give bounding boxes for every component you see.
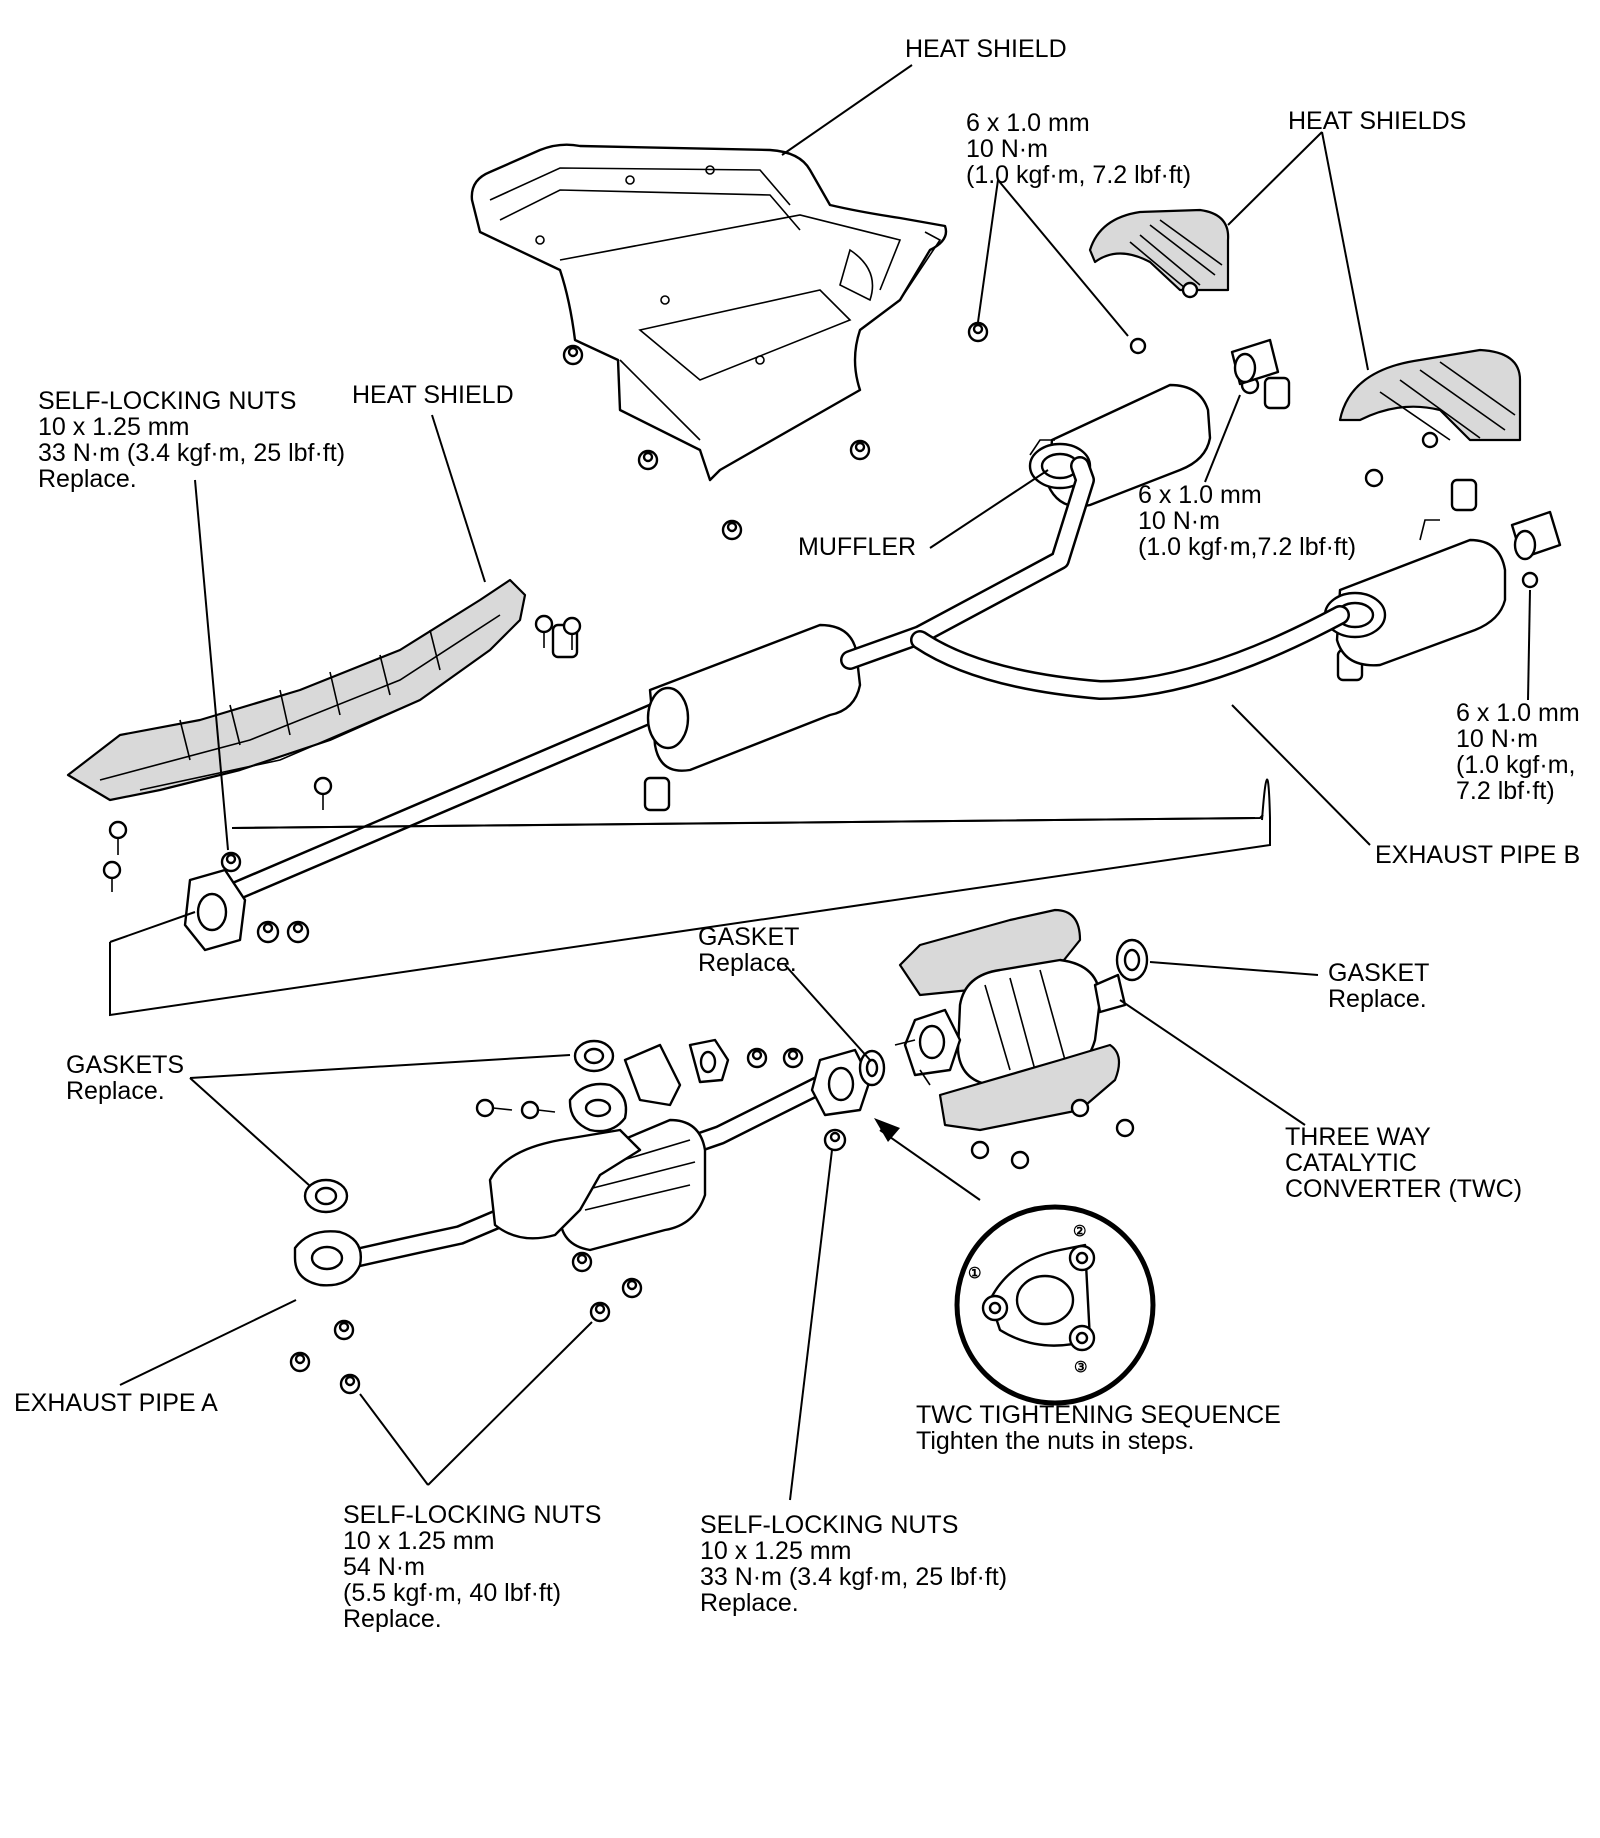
twc-gasket-right — [1115, 938, 1149, 982]
exhaust-pipe-a-label: EXHAUST PIPE A — [14, 1389, 218, 1417]
twc-sequence-inset: ① ② ③ — [954, 1204, 1156, 1406]
heat-shield-top-label: HEAT SHIELD — [905, 35, 1067, 63]
exhaust-pipe-b-label: EXHAUST PIPE B — [1375, 841, 1581, 869]
upper-right-bolts — [1129, 281, 1562, 682]
heat-shield-upper-right-1 — [1088, 208, 1230, 292]
gaskets-left-label: GASKETS Replace. — [66, 1051, 185, 1105]
heat-shield-left-bolts — [102, 614, 582, 892]
twc-label: THREE WAY CATALYTIC CONVERTER (TWC) — [1285, 1123, 1523, 1203]
heat-shield-top-nuts — [562, 321, 989, 541]
self-locking-nuts-33-label: SELF-LOCKING NUTS 10 x 1.25 mm 33 N·m (3… — [700, 1511, 1008, 1617]
gasket-center-label: GASKET Replace. — [698, 923, 800, 977]
sequence-number-3: ③ — [1074, 1359, 1087, 1376]
exhaust-pipe-a-nuts — [289, 1047, 847, 1395]
heat-shield-left-part — [66, 578, 527, 802]
nut-6mm-right-label: 6 x 1.0 mm 10 N·m (1.0 kgf·m, 7.2 lbf·ft… — [1456, 699, 1580, 805]
twc-part — [898, 908, 1127, 1132]
nut-6mm-top-label: 6 x 1.0 mm 10 N·m (1.0 kgf·m, 7.2 lbf·ft… — [966, 109, 1192, 189]
muffler-label: MUFFLER — [798, 533, 917, 561]
sequence-number-2: ② — [1073, 1223, 1086, 1240]
exhaust-pipe-a-part — [293, 1038, 872, 1287]
exploded-view-frame — [109, 778, 1271, 1017]
self-locking-nuts-54-label: SELF-LOCKING NUTS 10 x 1.25 mm 54 N·m (5… — [343, 1501, 602, 1633]
gaskets-parts — [303, 1039, 886, 1214]
heat-shield-left-label: HEAT SHIELD — [352, 381, 514, 409]
exhaust-pipe-b-nuts — [220, 851, 310, 944]
twc-bolts — [894, 1039, 1135, 1170]
leader-lines — [119, 64, 1531, 1501]
exhaust-pipe-b-part — [183, 456, 1350, 952]
self-locking-nuts-left-label: SELF-LOCKING NUTS 10 x 1.25 mm 33 N·m (3… — [38, 387, 346, 493]
sequence-number-1: ① — [968, 1265, 981, 1282]
gasket-right-label: GASKET Replace. — [1328, 959, 1430, 1013]
twc-sequence-label: TWC TIGHTENING SEQUENCE Tighten the nuts… — [916, 1401, 1281, 1455]
heat-shield-upper-right-2 — [1338, 348, 1522, 442]
heat-shields-label: HEAT SHIELDS — [1288, 107, 1467, 135]
nut-6mm-mid-label: 6 x 1.0 mm 10 N·m (1.0 kgf·m,7.2 lbf·ft) — [1138, 481, 1357, 561]
heat-shield-top-part — [470, 143, 948, 482]
